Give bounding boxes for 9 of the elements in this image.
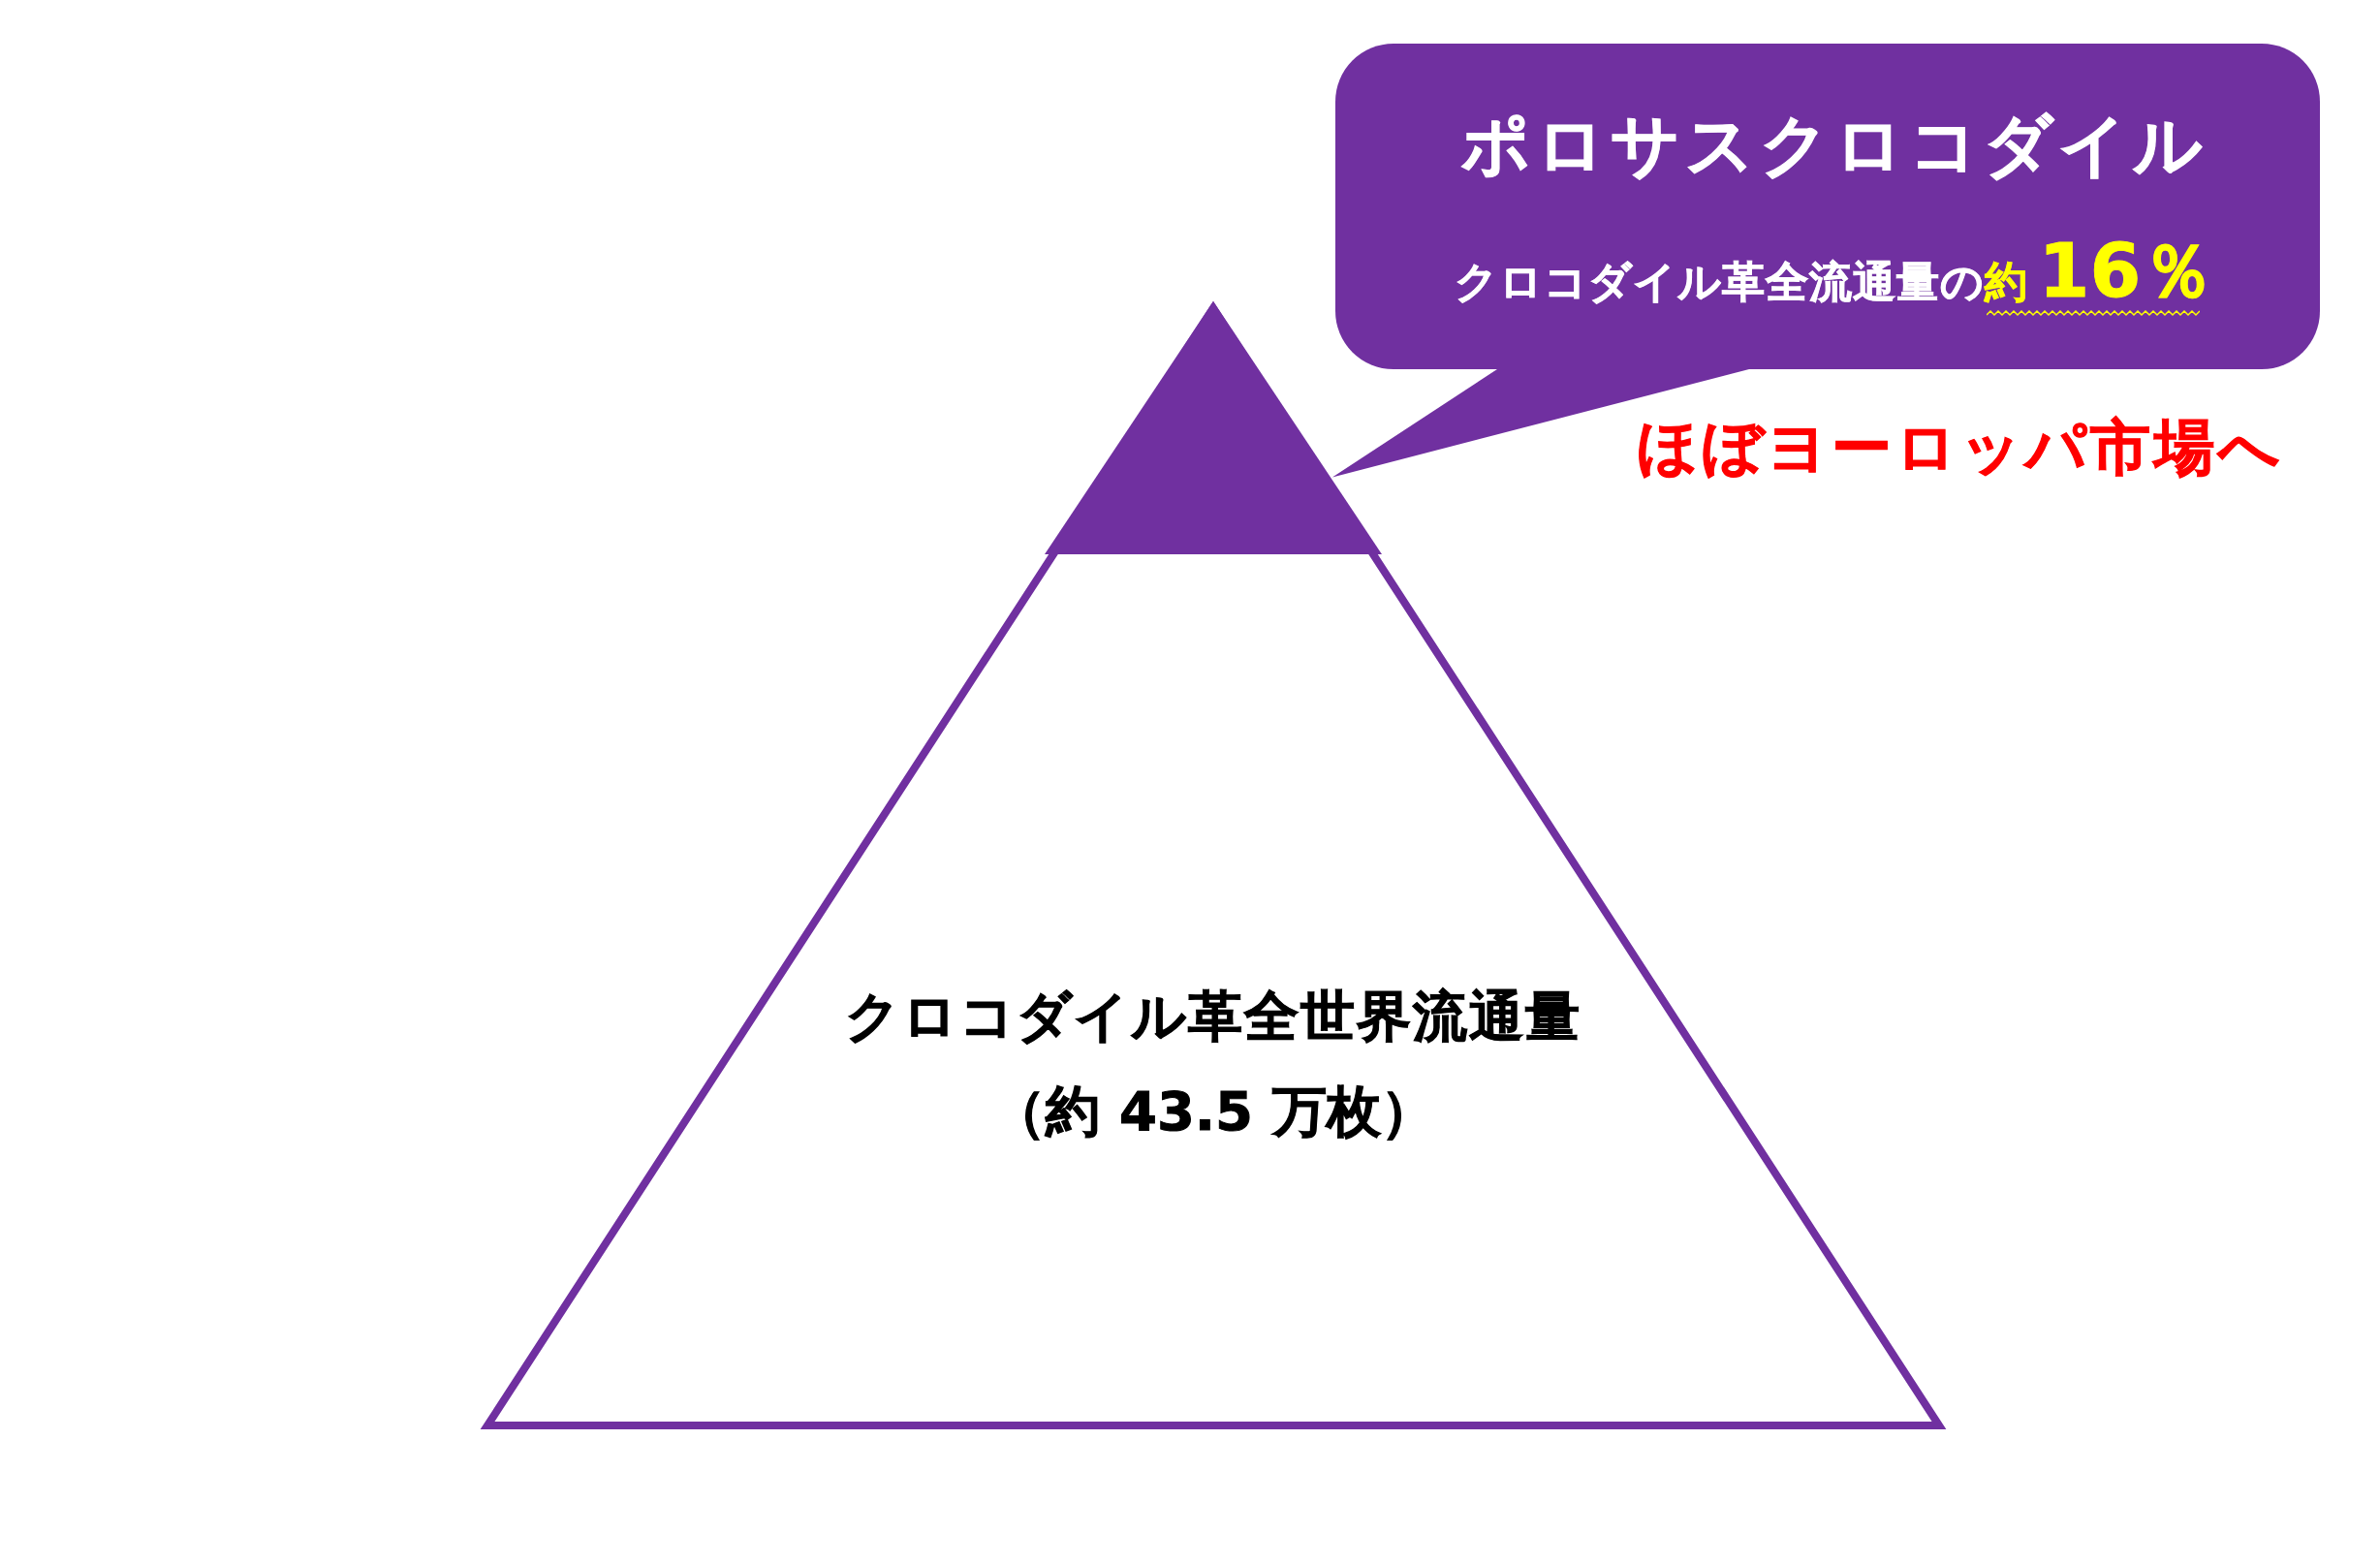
note-text: ほぼヨーロッパ市場へ: [1636, 414, 2283, 482]
pyramid-value: （約 43.5 万枚）: [991, 1081, 1435, 1142]
callout-tail: [1331, 369, 1749, 478]
bubble-text: クロコダイル革全流通量の: [1454, 259, 1985, 306]
bubble-title: ポロサスクロコダイル: [1461, 108, 2208, 183]
highlight-text: 約: [1984, 259, 2027, 306]
pyramid-label: クロコダイル革全世界流通量: [845, 986, 1581, 1047]
apex-triangle: [1045, 300, 1382, 554]
percentage-value: 16％: [2038, 231, 2215, 312]
